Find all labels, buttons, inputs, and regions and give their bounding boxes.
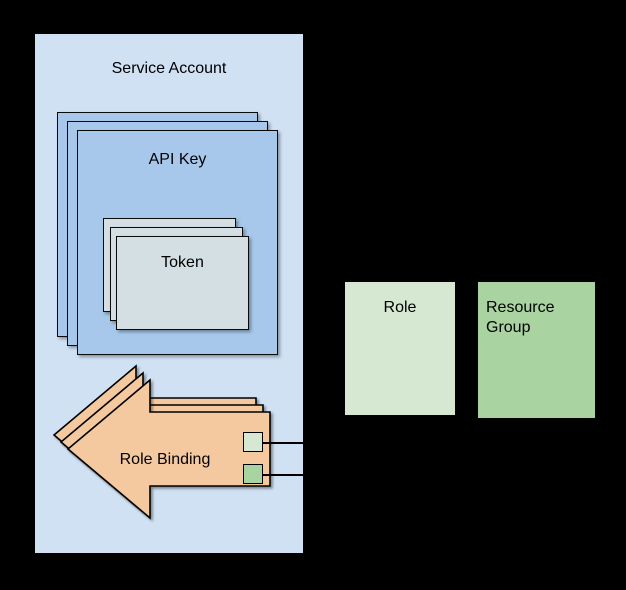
edge-role-binding-to-resource-group <box>262 474 310 476</box>
role-binding-label: Role Binding <box>119 451 211 468</box>
resource-group-label: Resource Group <box>486 299 555 336</box>
edge-role-binding-to-role <box>262 442 310 444</box>
service-account-label: Service Account <box>111 60 227 77</box>
token-label: Token <box>161 254 204 271</box>
role-binding-resource-group-port[interactable] <box>243 464 263 484</box>
role-label: Role <box>383 299 417 316</box>
token-card-front[interactable] <box>116 236 249 330</box>
role-box[interactable] <box>345 282 455 415</box>
role-binding-role-port[interactable] <box>243 432 263 452</box>
api-key-label: API Key <box>148 151 207 168</box>
resource-group-box[interactable] <box>478 282 595 418</box>
